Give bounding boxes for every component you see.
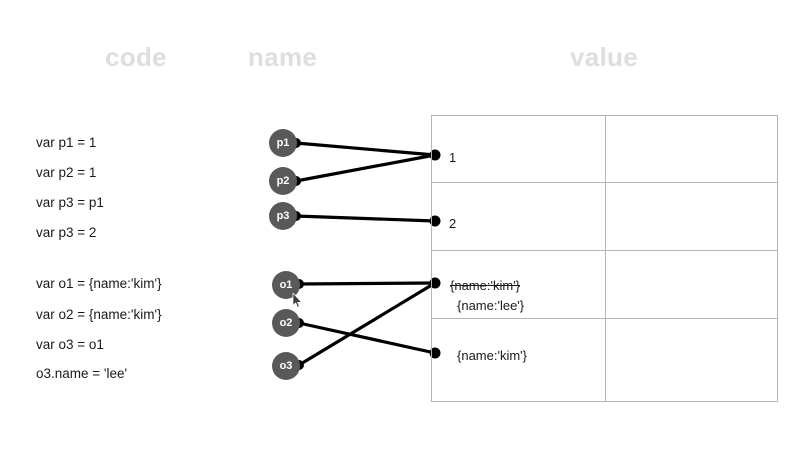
- column-heading-value: value: [570, 42, 638, 72]
- connector-group: [294, 141, 437, 367]
- column-heading-code: code: [105, 42, 167, 72]
- row-separator: [432, 250, 777, 251]
- variable-node-label: p3: [276, 209, 290, 222]
- variable-node-o3[interactable]: o3: [272, 352, 300, 380]
- connector-o2-to-row4: [297, 321, 437, 355]
- column-heading-name: name: [248, 42, 318, 72]
- code-line: var p2 = 1: [36, 165, 97, 180]
- code-line: var o2 = {name:'kim'}: [36, 307, 162, 322]
- row-anchor-dot-2: [429, 215, 441, 227]
- code-line: var p3 = 2: [36, 225, 97, 240]
- connector-o3-to-row3: [297, 281, 437, 367]
- value-cell-row3: {name:'lee'}: [457, 298, 525, 313]
- code-line: var o1 = {name:'kim'}: [36, 276, 162, 291]
- variable-node-o1[interactable]: o1: [272, 271, 300, 299]
- row-anchor-dot-4: [429, 347, 441, 359]
- value-table: 1 2 {name:'kim'} {name:'lee'} {name:'kim…: [431, 115, 778, 402]
- code-line: var o3 = o1: [36, 337, 104, 352]
- row-anchor-dot-3: [429, 277, 441, 289]
- variable-node-label: o1: [279, 278, 293, 291]
- connector-o1-to-row3: [297, 281, 437, 286]
- mouse-pointer-icon: [292, 293, 303, 308]
- variable-node-label: o3: [279, 359, 293, 372]
- row-anchor-dot-1: [429, 149, 441, 161]
- variable-node-label: o2: [279, 316, 293, 329]
- column-separator: [605, 116, 606, 401]
- variable-node-label: p1: [276, 136, 290, 149]
- variable-node-o2[interactable]: o2: [272, 309, 300, 337]
- connector-p2-to-row1: [294, 153, 437, 183]
- row-separator: [432, 318, 777, 319]
- value-cell-row2: 2: [449, 216, 457, 231]
- connector-p1-to-row1: [294, 141, 437, 157]
- value-cell-row4: {name:'kim'}: [457, 348, 527, 363]
- variable-node-label: p2: [276, 174, 290, 187]
- value-cell-row3-old: {name:'kim'}: [450, 278, 520, 293]
- code-line: var p3 = p1: [36, 195, 104, 210]
- variable-node-p1[interactable]: p1: [269, 129, 297, 157]
- code-line: var p1 = 1: [36, 135, 97, 150]
- value-cell-row1: 1: [449, 150, 457, 165]
- variable-node-p2[interactable]: p2: [269, 167, 297, 195]
- connector-p3-to-row2: [294, 214, 437, 223]
- code-line: o3.name = 'lee': [36, 366, 128, 381]
- connector-endpoint-group: [291, 138, 441, 370]
- variable-node-p3[interactable]: p3: [269, 202, 297, 230]
- row-separator: [432, 182, 777, 183]
